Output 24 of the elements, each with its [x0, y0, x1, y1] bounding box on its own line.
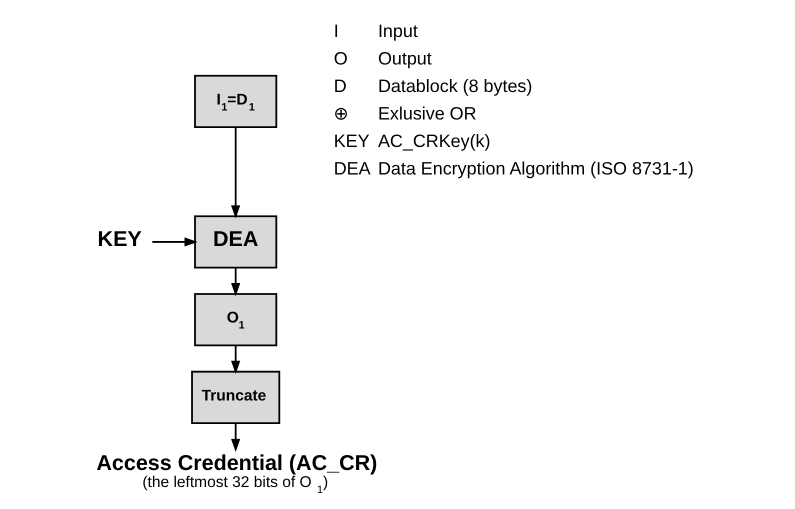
label: O	[333, 48, 348, 68]
node-box: Truncate	[190, 370, 280, 424]
arrow	[230, 423, 240, 452]
label: Data Encryption Algorithm (ISO 8731-1)	[377, 158, 694, 178]
node-box: O$_{1}$	[194, 293, 277, 346]
label: AC_CRKey(k)	[377, 130, 490, 151]
node-text: KEY	[97, 227, 142, 252]
arrow	[230, 127, 240, 219]
label: KEY	[333, 130, 370, 151]
label: Input	[377, 20, 418, 41]
label: I	[333, 20, 338, 41]
arrow	[230, 268, 240, 296]
node-box: DEA	[194, 215, 277, 269]
label: Datablock (8 bytes)	[377, 76, 532, 96]
label: ⊕	[333, 103, 348, 124]
label: DEA	[333, 158, 370, 178]
arrow	[152, 237, 198, 247]
node-text: Access Credential (AC_CR)	[96, 451, 377, 476]
label: Output	[377, 48, 432, 68]
arrow	[230, 346, 240, 374]
label: Exlusive OR	[377, 103, 476, 124]
label: D	[333, 76, 346, 96]
node-label: (the leftmost 32 bits of O$_{1}$)	[142, 474, 328, 496]
node-box: I$_{1}$=D$_{1}$	[194, 74, 277, 128]
